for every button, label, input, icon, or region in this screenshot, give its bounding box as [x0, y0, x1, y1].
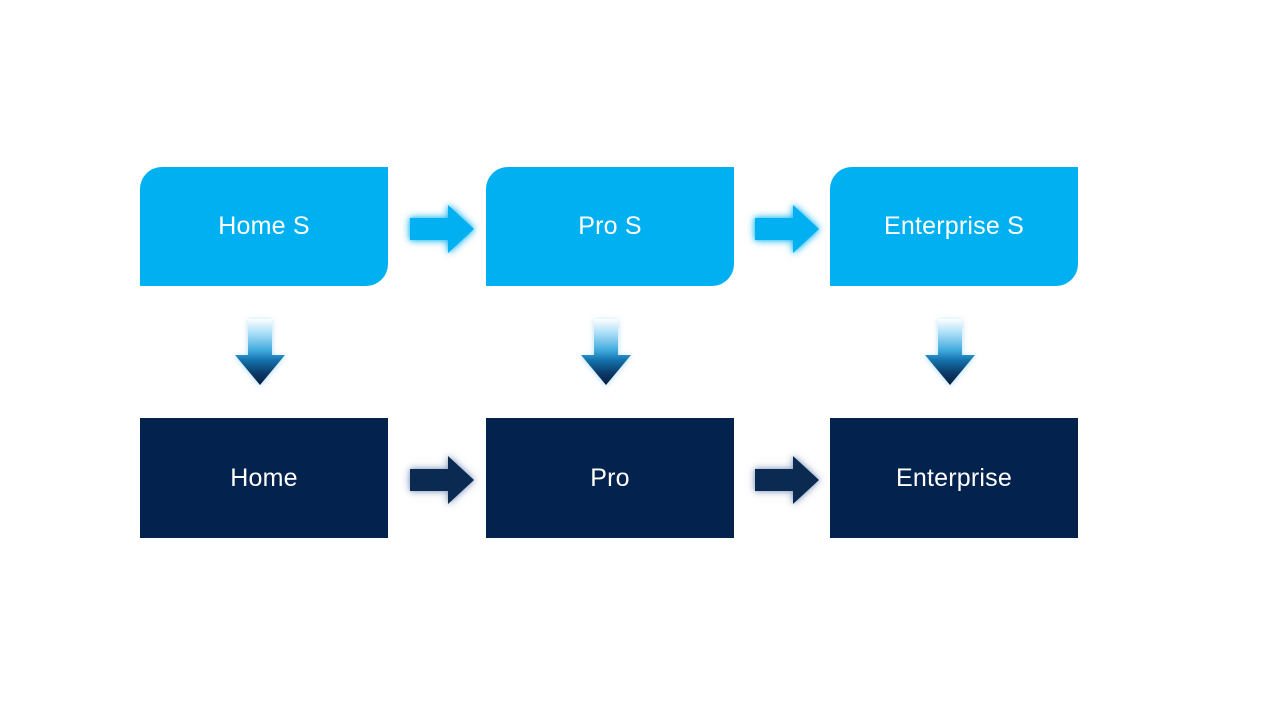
right-arrow-icon: [755, 205, 819, 253]
node-home-s: Home S: [140, 167, 388, 286]
node-label: Home S: [218, 212, 310, 240]
node-pro: Pro: [486, 418, 734, 538]
down-arrow-icon: [925, 319, 975, 385]
right-arrow-icon: [755, 456, 819, 504]
down-arrow-icon: [581, 319, 631, 385]
node-home: Home: [140, 418, 388, 538]
right-arrow-icon: [410, 205, 474, 253]
node-enterprise-s: Enterprise S: [830, 167, 1078, 286]
node-enterprise: Enterprise: [830, 418, 1078, 538]
node-label: Enterprise: [896, 463, 1012, 492]
node-label: Enterprise S: [884, 212, 1024, 240]
node-label: Home: [230, 463, 298, 492]
down-arrow-icon: [235, 319, 285, 385]
node-label: Pro S: [578, 212, 642, 240]
node-pro-s: Pro S: [486, 167, 734, 286]
node-label: Pro: [590, 463, 630, 492]
right-arrow-icon: [410, 456, 474, 504]
